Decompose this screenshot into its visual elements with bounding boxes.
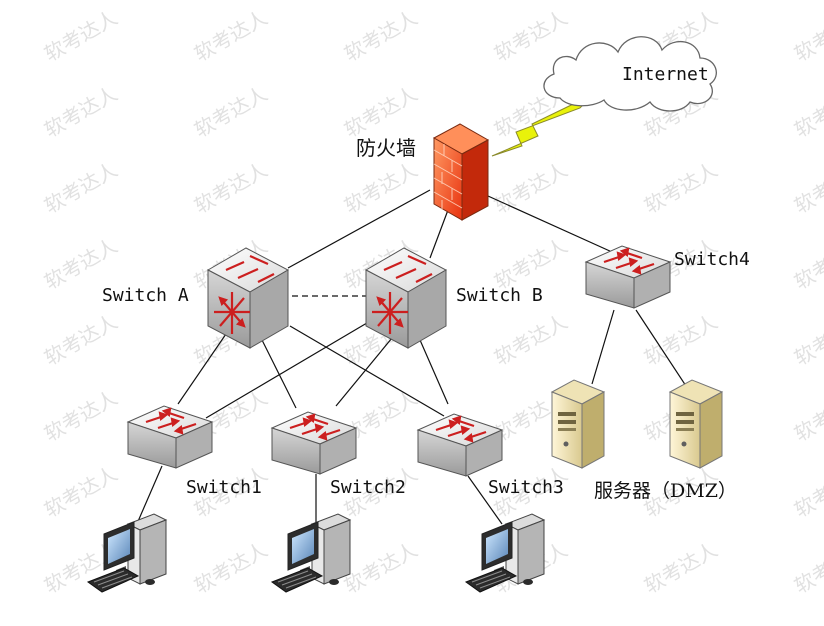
dmz-server-label: 服务器（DMZ） bbox=[594, 480, 737, 502]
switch1-icon bbox=[126, 404, 214, 470]
switch4-label: Switch4 bbox=[674, 249, 750, 270]
link-switch4-server1 bbox=[591, 309, 615, 385]
connection-links bbox=[135, 189, 687, 527]
pc-3-icon bbox=[465, 513, 545, 593]
firewall-label: 防火墙 bbox=[356, 136, 416, 160]
pc-2-icon bbox=[271, 513, 351, 593]
switch2-icon bbox=[270, 410, 358, 476]
switch-a-label: Switch A bbox=[102, 285, 189, 306]
core-switch-b-icon bbox=[364, 246, 448, 350]
link-switch1-pc1 bbox=[135, 465, 163, 527]
switch4-icon bbox=[584, 244, 672, 310]
link-switch-a-switch1 bbox=[177, 333, 227, 405]
switch1-label: Switch1 bbox=[186, 477, 262, 498]
link-switch-b-switch3 bbox=[419, 339, 449, 405]
link-firewall-switch-b bbox=[429, 209, 449, 259]
link-switch-a-switch2 bbox=[261, 339, 297, 409]
switch3-label: Switch3 bbox=[488, 477, 564, 498]
link-switch-b-switch1 bbox=[205, 319, 373, 419]
dmz-server-1-icon bbox=[551, 379, 605, 469]
link-switch-a-switch3 bbox=[289, 325, 445, 417]
link-switch3-pc3 bbox=[467, 475, 503, 525]
dmz-server-2-icon bbox=[669, 379, 723, 469]
link-switch4-server2 bbox=[635, 309, 687, 387]
link-switch-b-switch2 bbox=[335, 337, 393, 407]
switch3-icon bbox=[416, 412, 504, 478]
switch2-label: Switch2 bbox=[330, 477, 406, 498]
firewall-icon bbox=[432, 123, 490, 221]
pc-1-icon bbox=[87, 513, 167, 593]
link-firewall-switch4 bbox=[487, 195, 613, 253]
link-firewall-switch-a bbox=[287, 189, 431, 269]
core-switch-a-icon bbox=[206, 246, 290, 350]
wan-lightning-icon bbox=[491, 93, 595, 157]
switch-b-label: Switch B bbox=[456, 285, 543, 306]
internet-label: Internet bbox=[622, 64, 709, 85]
